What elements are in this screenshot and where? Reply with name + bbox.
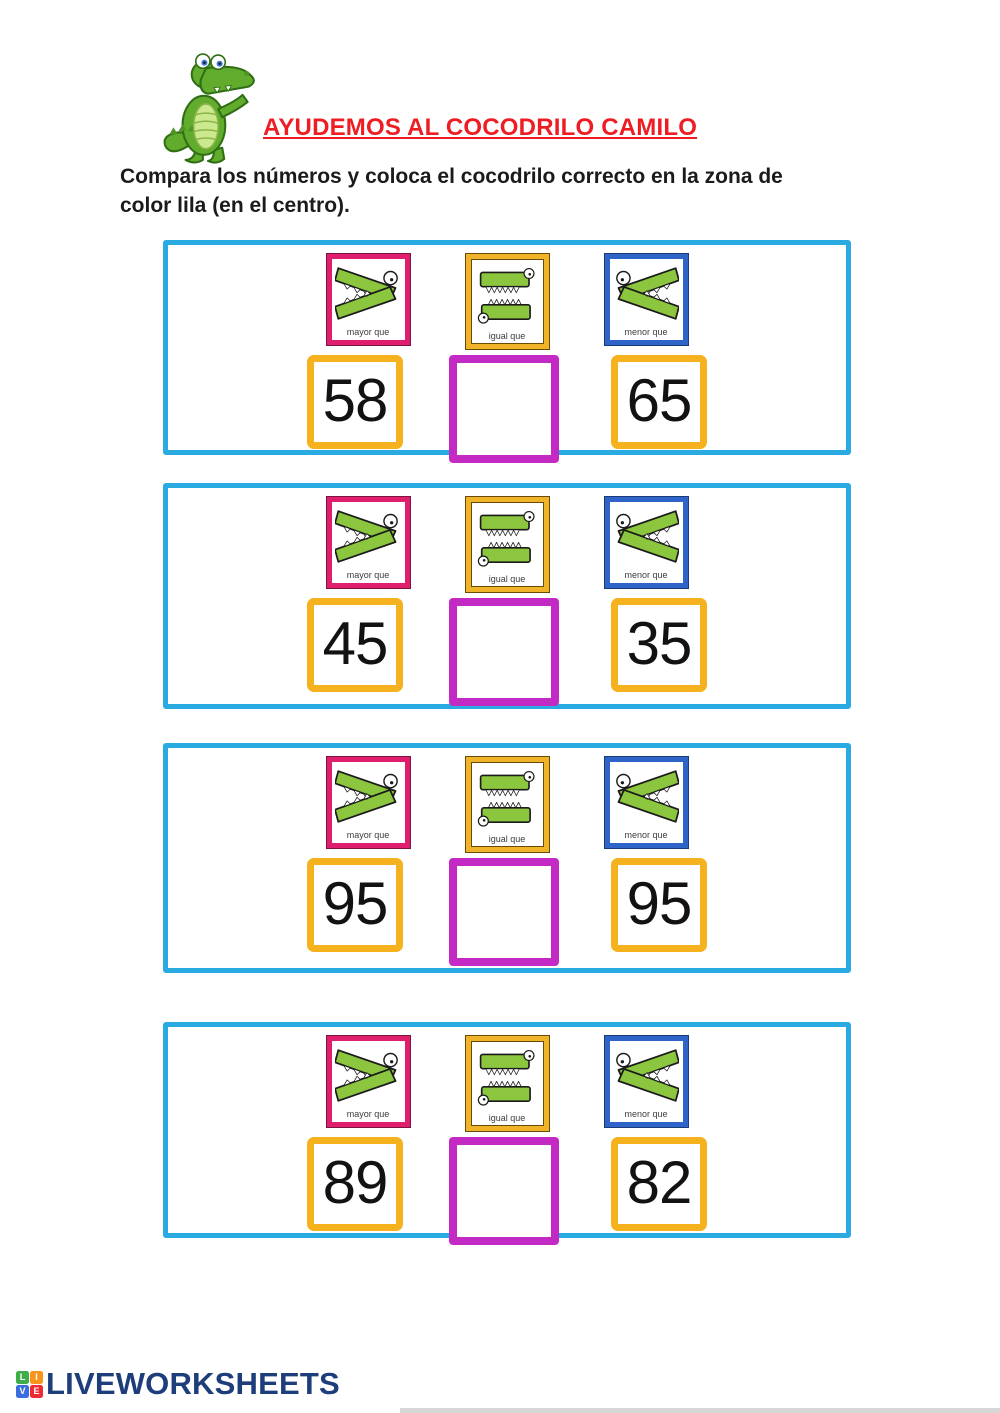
left-number: 45	[322, 609, 389, 677]
greater-than-crocodile-icon	[335, 1049, 399, 1102]
igual-que-card[interactable]: igual que	[465, 757, 549, 852]
comparison-boxes-row: 58 65	[168, 355, 846, 463]
menor-que-card[interactable]: menor que	[604, 254, 688, 345]
equal-crocodile-icon	[477, 267, 535, 324]
card-label: menor que	[624, 830, 668, 840]
right-number-box: 82	[611, 1137, 707, 1231]
answer-drop-zone[interactable]	[449, 355, 559, 463]
card-label: mayor que	[346, 830, 390, 840]
comparison-row-4: mayor que igual que menor que 89 82	[163, 1022, 851, 1245]
equal-crocodile-icon	[477, 510, 535, 567]
menor-que-card[interactable]: menor que	[604, 497, 688, 588]
logo-tile-l: L	[16, 1370, 29, 1384]
right-number-box: 95	[611, 858, 707, 952]
comparison-row-1: mayor que igual que menor que 58 65	[163, 240, 851, 463]
liveworksheets-logo-icon: L I V E	[16, 1370, 43, 1398]
card-label: menor que	[624, 327, 668, 337]
liveworksheets-logo: L I V E LIVEWORKSHEETS	[16, 1366, 340, 1402]
page-bottom-divider	[400, 1408, 1000, 1413]
instructions-line1: Compara los números y coloca el cocodril…	[120, 165, 783, 188]
left-number-box: 58	[307, 355, 403, 449]
greater-than-crocodile-icon	[335, 510, 399, 563]
mayor-que-card[interactable]: mayor que	[326, 254, 410, 345]
card-label: igual que	[488, 574, 526, 584]
card-label: menor que	[624, 1109, 668, 1119]
left-number: 89	[322, 1148, 389, 1216]
igual-que-card[interactable]: igual que	[465, 497, 549, 592]
igual-que-card[interactable]: igual que	[465, 1036, 549, 1131]
card-label: igual que	[488, 834, 526, 844]
comparison-boxes-row: 89 82	[168, 1137, 846, 1245]
menor-que-card[interactable]: menor que	[604, 757, 688, 848]
right-number-box: 35	[611, 598, 707, 692]
page-title: AYUDEMOS AL COCODRILO CAMILO	[263, 114, 698, 141]
equal-crocodile-icon	[477, 1049, 535, 1106]
less-than-crocodile-icon	[613, 1043, 679, 1108]
igual-que-card[interactable]: igual que	[465, 254, 549, 349]
comparison-boxes-row: 95 95	[168, 858, 846, 966]
answer-drop-zone[interactable]	[449, 1137, 559, 1245]
less-than-crocodile-icon	[613, 504, 679, 569]
card-label: mayor que	[346, 570, 390, 580]
crocodile-mascot-image	[163, 53, 255, 164]
left-number-box: 95	[307, 858, 403, 952]
logo-tile-i: I	[30, 1370, 43, 1384]
card-label: igual que	[488, 1113, 526, 1123]
mayor-que-card[interactable]: mayor que	[326, 1036, 410, 1127]
mayor-que-card[interactable]: mayor que	[326, 497, 410, 588]
logo-tile-v: V	[16, 1384, 29, 1398]
symbol-cards-row: mayor que igual que menor que	[168, 497, 846, 592]
right-number: 95	[626, 869, 693, 937]
greater-than-crocodile-icon	[335, 770, 399, 823]
answer-drop-zone[interactable]	[449, 598, 559, 706]
less-than-crocodile-icon	[613, 764, 679, 829]
comparison-boxes-row: 45 35	[168, 598, 846, 706]
card-label: menor que	[624, 570, 668, 580]
left-number: 95	[322, 869, 389, 937]
instructions: Compara los números y coloca el cocodril…	[120, 163, 910, 221]
card-label: mayor que	[346, 327, 390, 337]
left-number-box: 89	[307, 1137, 403, 1231]
symbol-cards-row: mayor que igual que menor que	[168, 1036, 846, 1131]
menor-que-card[interactable]: menor que	[604, 1036, 688, 1127]
mayor-que-card[interactable]: mayor que	[326, 757, 410, 848]
symbol-cards-row: mayor que igual que menor que	[168, 254, 846, 349]
comparison-row-3: mayor que igual que menor que 95 95	[163, 743, 851, 973]
instructions-line2: color lila (en el centro).	[120, 193, 350, 217]
right-number: 65	[626, 366, 693, 434]
left-number-box: 45	[307, 598, 403, 692]
right-number: 35	[626, 609, 693, 677]
right-number: 82	[626, 1148, 693, 1216]
liveworksheets-brand-text: LIVEWORKSHEETS	[46, 1366, 340, 1401]
right-number-box: 65	[611, 355, 707, 449]
less-than-crocodile-icon	[613, 261, 679, 326]
greater-than-crocodile-icon	[335, 267, 399, 320]
symbol-cards-row: mayor que igual que menor que	[168, 757, 846, 852]
card-label: mayor que	[346, 1109, 390, 1119]
equal-crocodile-icon	[477, 770, 535, 827]
left-number: 58	[322, 366, 389, 434]
comparison-row-2: mayor que igual que menor que 45 35	[163, 483, 851, 709]
logo-tile-e: E	[30, 1384, 43, 1398]
card-label: igual que	[488, 331, 526, 341]
answer-drop-zone[interactable]	[449, 858, 559, 966]
